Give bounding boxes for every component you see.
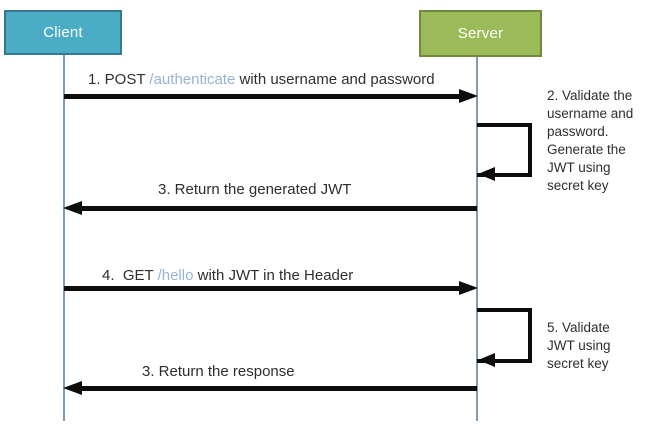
message-1-text: 1. POST [88, 71, 150, 88]
message-3-label: 3. Return the generated JWT [158, 181, 352, 198]
actor-server-label: Server [457, 25, 504, 42]
message-1-arrowhead-right-icon [459, 88, 478, 103]
message-3-arrowhead-left-icon [63, 201, 82, 215]
message-4-text: 4. GET [102, 267, 158, 284]
message-1-label: 1. POST /authenticate with username and … [88, 71, 435, 88]
message-6-arrow-line [78, 386, 477, 391]
message-1-arrow-line [64, 94, 463, 99]
message-2-self-loop [477, 123, 532, 177]
actor-server-box: Server [419, 10, 542, 57]
server-lifeline [476, 57, 478, 421]
message-2-annotation: 2. Validate the username and password. G… [547, 88, 634, 193]
message-5-self-loop [477, 308, 532, 363]
message-6-label: 3. Return the response [142, 363, 295, 380]
message-4-text-suffix: with JWT in the Header [193, 267, 354, 284]
message-1-endpoint: /authenticate [149, 71, 236, 88]
actor-client-box: Client [4, 10, 122, 55]
message-1-text-suffix: with username and password [235, 71, 435, 88]
message-4-endpoint: /hello [157, 267, 194, 284]
message-4-arrow-line [64, 286, 463, 291]
message-3-arrow-line [78, 206, 477, 211]
message-4-label: 4. GET /hello with JWT in the Header [102, 267, 353, 284]
client-lifeline [63, 55, 65, 421]
message-2-arrowhead-left-icon [478, 167, 495, 181]
message-6-arrowhead-left-icon [63, 381, 82, 395]
message-5-annotation: 5. Validate JWT using secret key [547, 320, 611, 371]
actor-client-label: Client [43, 24, 83, 41]
message-4-arrowhead-right-icon [459, 280, 478, 295]
message-5-arrowhead-left-icon [478, 353, 495, 367]
